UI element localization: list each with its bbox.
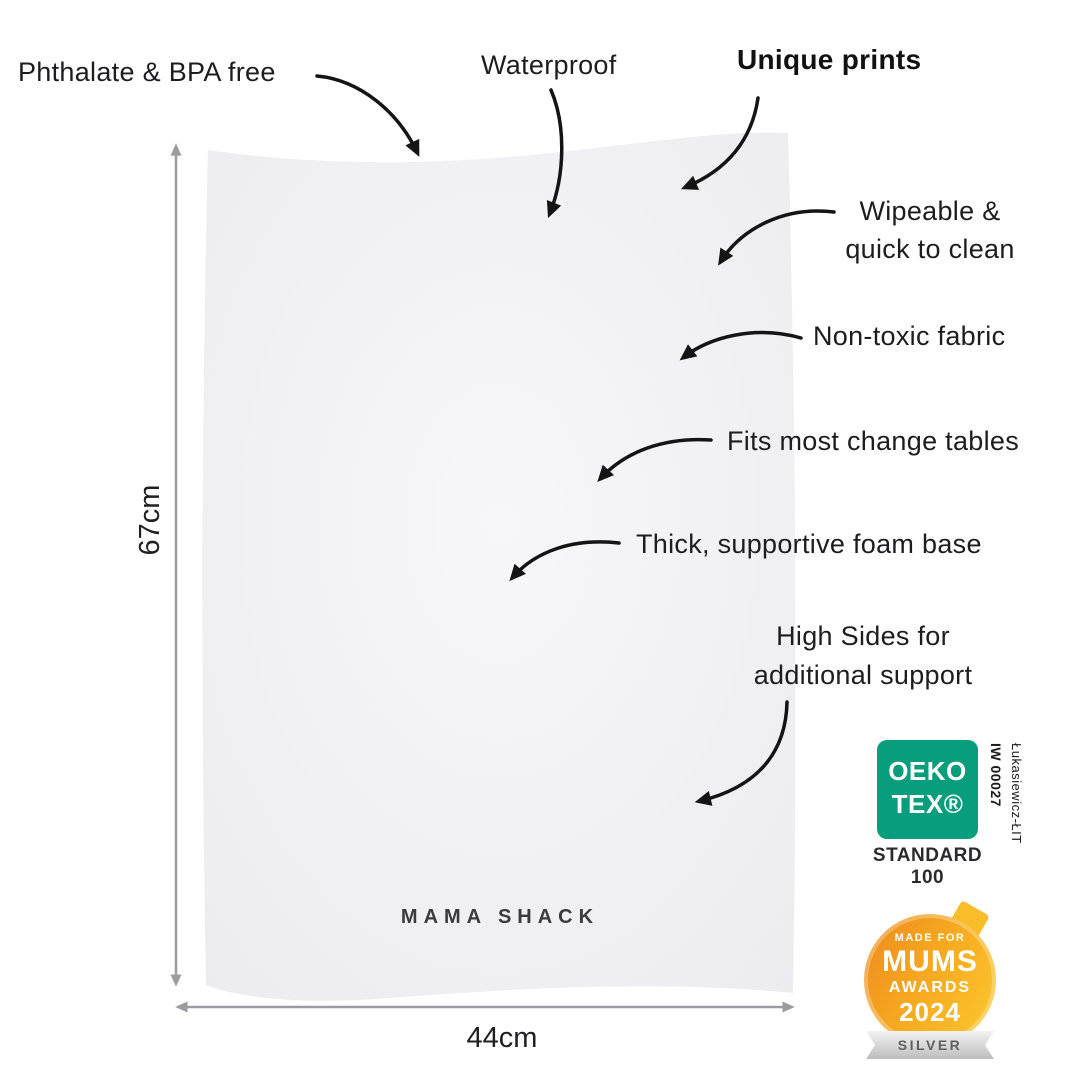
- arrow-non-toxic: [679, 330, 803, 361]
- oeko-tex-standard-number: 100: [910, 867, 945, 888]
- award-made-for-text: MADE FOR: [894, 932, 966, 944]
- oeko-tex-name-line1: OEKO: [888, 756, 967, 786]
- callout-high-sides-line1: High Sides for: [776, 621, 950, 651]
- award-silver-ribbon: SILVER: [866, 1031, 994, 1059]
- callout-non-toxic-fabric: Non-toxic fabric: [813, 321, 1006, 351]
- callout-unique-prints: Unique prints: [737, 44, 922, 75]
- callout-fits-change-tables: Fits most change tables: [727, 426, 1020, 456]
- callout-waterproof: Waterproof: [481, 50, 617, 80]
- callout-foam-base: Thick, supportive foam base: [636, 529, 982, 559]
- award-mums-text: MUMS: [882, 945, 978, 978]
- callout-high-sides: High Sides for additional support: [730, 617, 996, 695]
- width-dimension-label: 44cm: [466, 1022, 538, 1054]
- brand-logo-text: MAMA SHACK: [400, 906, 600, 928]
- callout-high-sides-line2: additional support: [753, 660, 973, 690]
- changing-mat: [202, 132, 796, 1001]
- award-awards-text: AWARDS: [888, 979, 972, 996]
- oeko-tex-name-line2: TEX®: [891, 789, 964, 819]
- arrow-high-sides: [694, 700, 789, 806]
- callout-wipeable-line2: quick to clean: [845, 234, 1015, 264]
- oeko-tex-standard-word: STANDARD: [872, 845, 983, 866]
- arrow-unique-prints: [680, 96, 760, 190]
- made-for-mums-award-badge: MADE FOR MUMS AWARDS 2024: [864, 914, 996, 1046]
- award-year-text: 2024: [899, 997, 961, 1027]
- oeko-tex-badge: OEKO TEX®: [877, 740, 978, 839]
- oeko-tex-institute: Łukasiewicz-ŁIT: [1009, 743, 1024, 844]
- arrow-phthalate: [315, 74, 420, 157]
- arrow-foam-base: [509, 540, 621, 582]
- arrow-wipeable: [718, 209, 836, 266]
- arrow-waterproof: [546, 88, 564, 219]
- oeko-tex-cert-number: IW 00027: [988, 743, 1004, 807]
- arrow-fits-tables: [597, 437, 713, 483]
- height-dimension-label: 67cm: [134, 484, 166, 556]
- callout-wipeable-line1: Wipeable &: [859, 196, 1001, 226]
- callout-phthalate-bpa-free: Phthalate & BPA free: [18, 57, 276, 87]
- callout-wipeable: Wipeable & quick to clean: [828, 192, 1032, 268]
